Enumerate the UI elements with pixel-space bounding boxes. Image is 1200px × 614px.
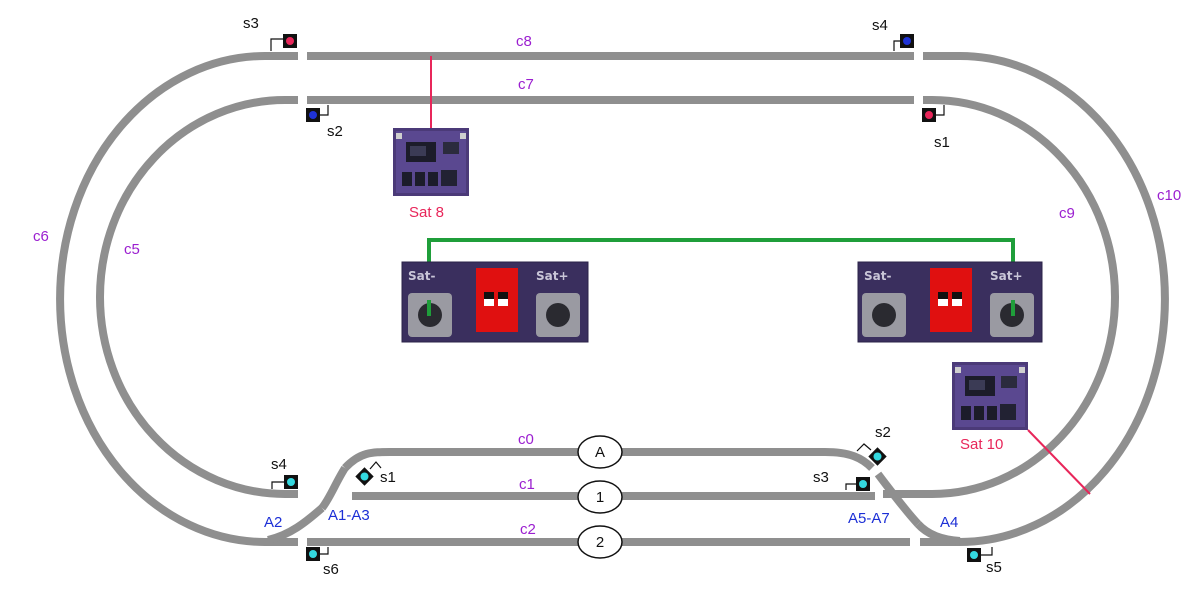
track-c6: [56, 52, 298, 546]
signal-bottom-s3: s3: [813, 469, 870, 491]
node-2: 2: [577, 525, 623, 559]
track-labels: c8 c7 c6 c5 c9 c10 c0 c1 c2: [33, 33, 1181, 538]
turnout-a4-leg: [915, 521, 961, 545]
panel-left-dip-switch[interactable]: [476, 268, 518, 332]
sat10-wire: [1027, 429, 1091, 495]
signal-bottom-s1: s1: [355, 461, 396, 486]
node-a-label: A: [595, 444, 605, 461]
station-nodes: A 1 2: [577, 435, 623, 559]
label-c0: c0: [518, 431, 534, 448]
signal-top-s2-label: s2: [327, 123, 343, 140]
label-c9: c9: [1059, 205, 1075, 222]
signals: s3 s4 s2 s1 s4: [243, 15, 1002, 578]
label-c8: c8: [516, 33, 532, 50]
panel-left-sat-plus-label: Sat+: [536, 269, 569, 283]
node-1-label: 1: [596, 489, 604, 506]
label-c6: c6: [33, 228, 49, 245]
label-c7: c7: [518, 76, 534, 93]
panel-left-sat-minus-label: Sat-: [408, 269, 435, 283]
signal-bottom-s2-label: s2: [875, 424, 891, 441]
signal-bottom-s3-label: s3: [813, 469, 829, 486]
track-c0: [342, 448, 875, 471]
panel-right-sat-minus-button[interactable]: [862, 293, 906, 337]
signal-top-s3: s3: [243, 15, 297, 51]
signal-bottom-s5-label: s5: [986, 559, 1002, 576]
link-wire-ends: [427, 300, 1015, 316]
sat8-label: Sat 8: [409, 204, 444, 221]
signal-bottom-s1-label: s1: [380, 469, 396, 486]
signal-bottom-s6: s6: [306, 547, 339, 578]
signal-bottom-s5: s5: [967, 547, 1002, 576]
sat8-board: [393, 128, 469, 196]
signal-top-s2: s2: [306, 105, 343, 140]
turnout-a2-leg: [267, 504, 325, 544]
label-c10: c10: [1157, 187, 1181, 204]
label-c5: c5: [124, 241, 140, 258]
track-c10: [920, 52, 1169, 546]
turnout-a1-a3-leg: [318, 465, 349, 511]
signal-bottom-s2: s2: [856, 424, 891, 466]
label-a2: A2: [264, 514, 282, 531]
turnout-labels: A2 A1-A3 A5-A7 A4: [264, 507, 958, 531]
turnout-a5-a7-leg: [874, 471, 921, 527]
sat10-board: [952, 362, 1028, 430]
track-layout: [56, 52, 1169, 546]
signal-bottom-s6-label: s6: [323, 561, 339, 578]
node-a: A: [577, 435, 623, 469]
label-a1-a3: A1-A3: [328, 507, 370, 524]
signal-top-s1: s1: [922, 105, 950, 151]
node-1: 1: [577, 480, 623, 514]
signal-top-s4-label: s4: [872, 17, 888, 34]
panel-right-sat-plus-label: Sat+: [990, 269, 1023, 283]
signal-bottom-s4: s4: [271, 456, 298, 489]
signal-top-s3-label: s3: [243, 15, 259, 32]
label-c1: c1: [519, 476, 535, 493]
track-c9: [883, 96, 1119, 498]
label-a5-a7: A5-A7: [848, 510, 890, 527]
control-panel-left: Sat- Sat+: [401, 261, 589, 343]
panel-left-sat-plus-button[interactable]: [536, 293, 580, 337]
track-c5: [96, 96, 298, 498]
signal-top-s1-label: s1: [934, 134, 950, 151]
signal-bottom-s4-label: s4: [271, 456, 287, 473]
node-2-label: 2: [596, 534, 604, 551]
panel-right-dip-switch[interactable]: [930, 268, 972, 332]
label-a4: A4: [940, 514, 958, 531]
sat10-label: Sat 10: [960, 436, 1003, 453]
label-c2: c2: [520, 521, 536, 538]
panel-right-sat-minus-label: Sat-: [864, 269, 891, 283]
signal-top-s4: s4: [872, 17, 914, 51]
